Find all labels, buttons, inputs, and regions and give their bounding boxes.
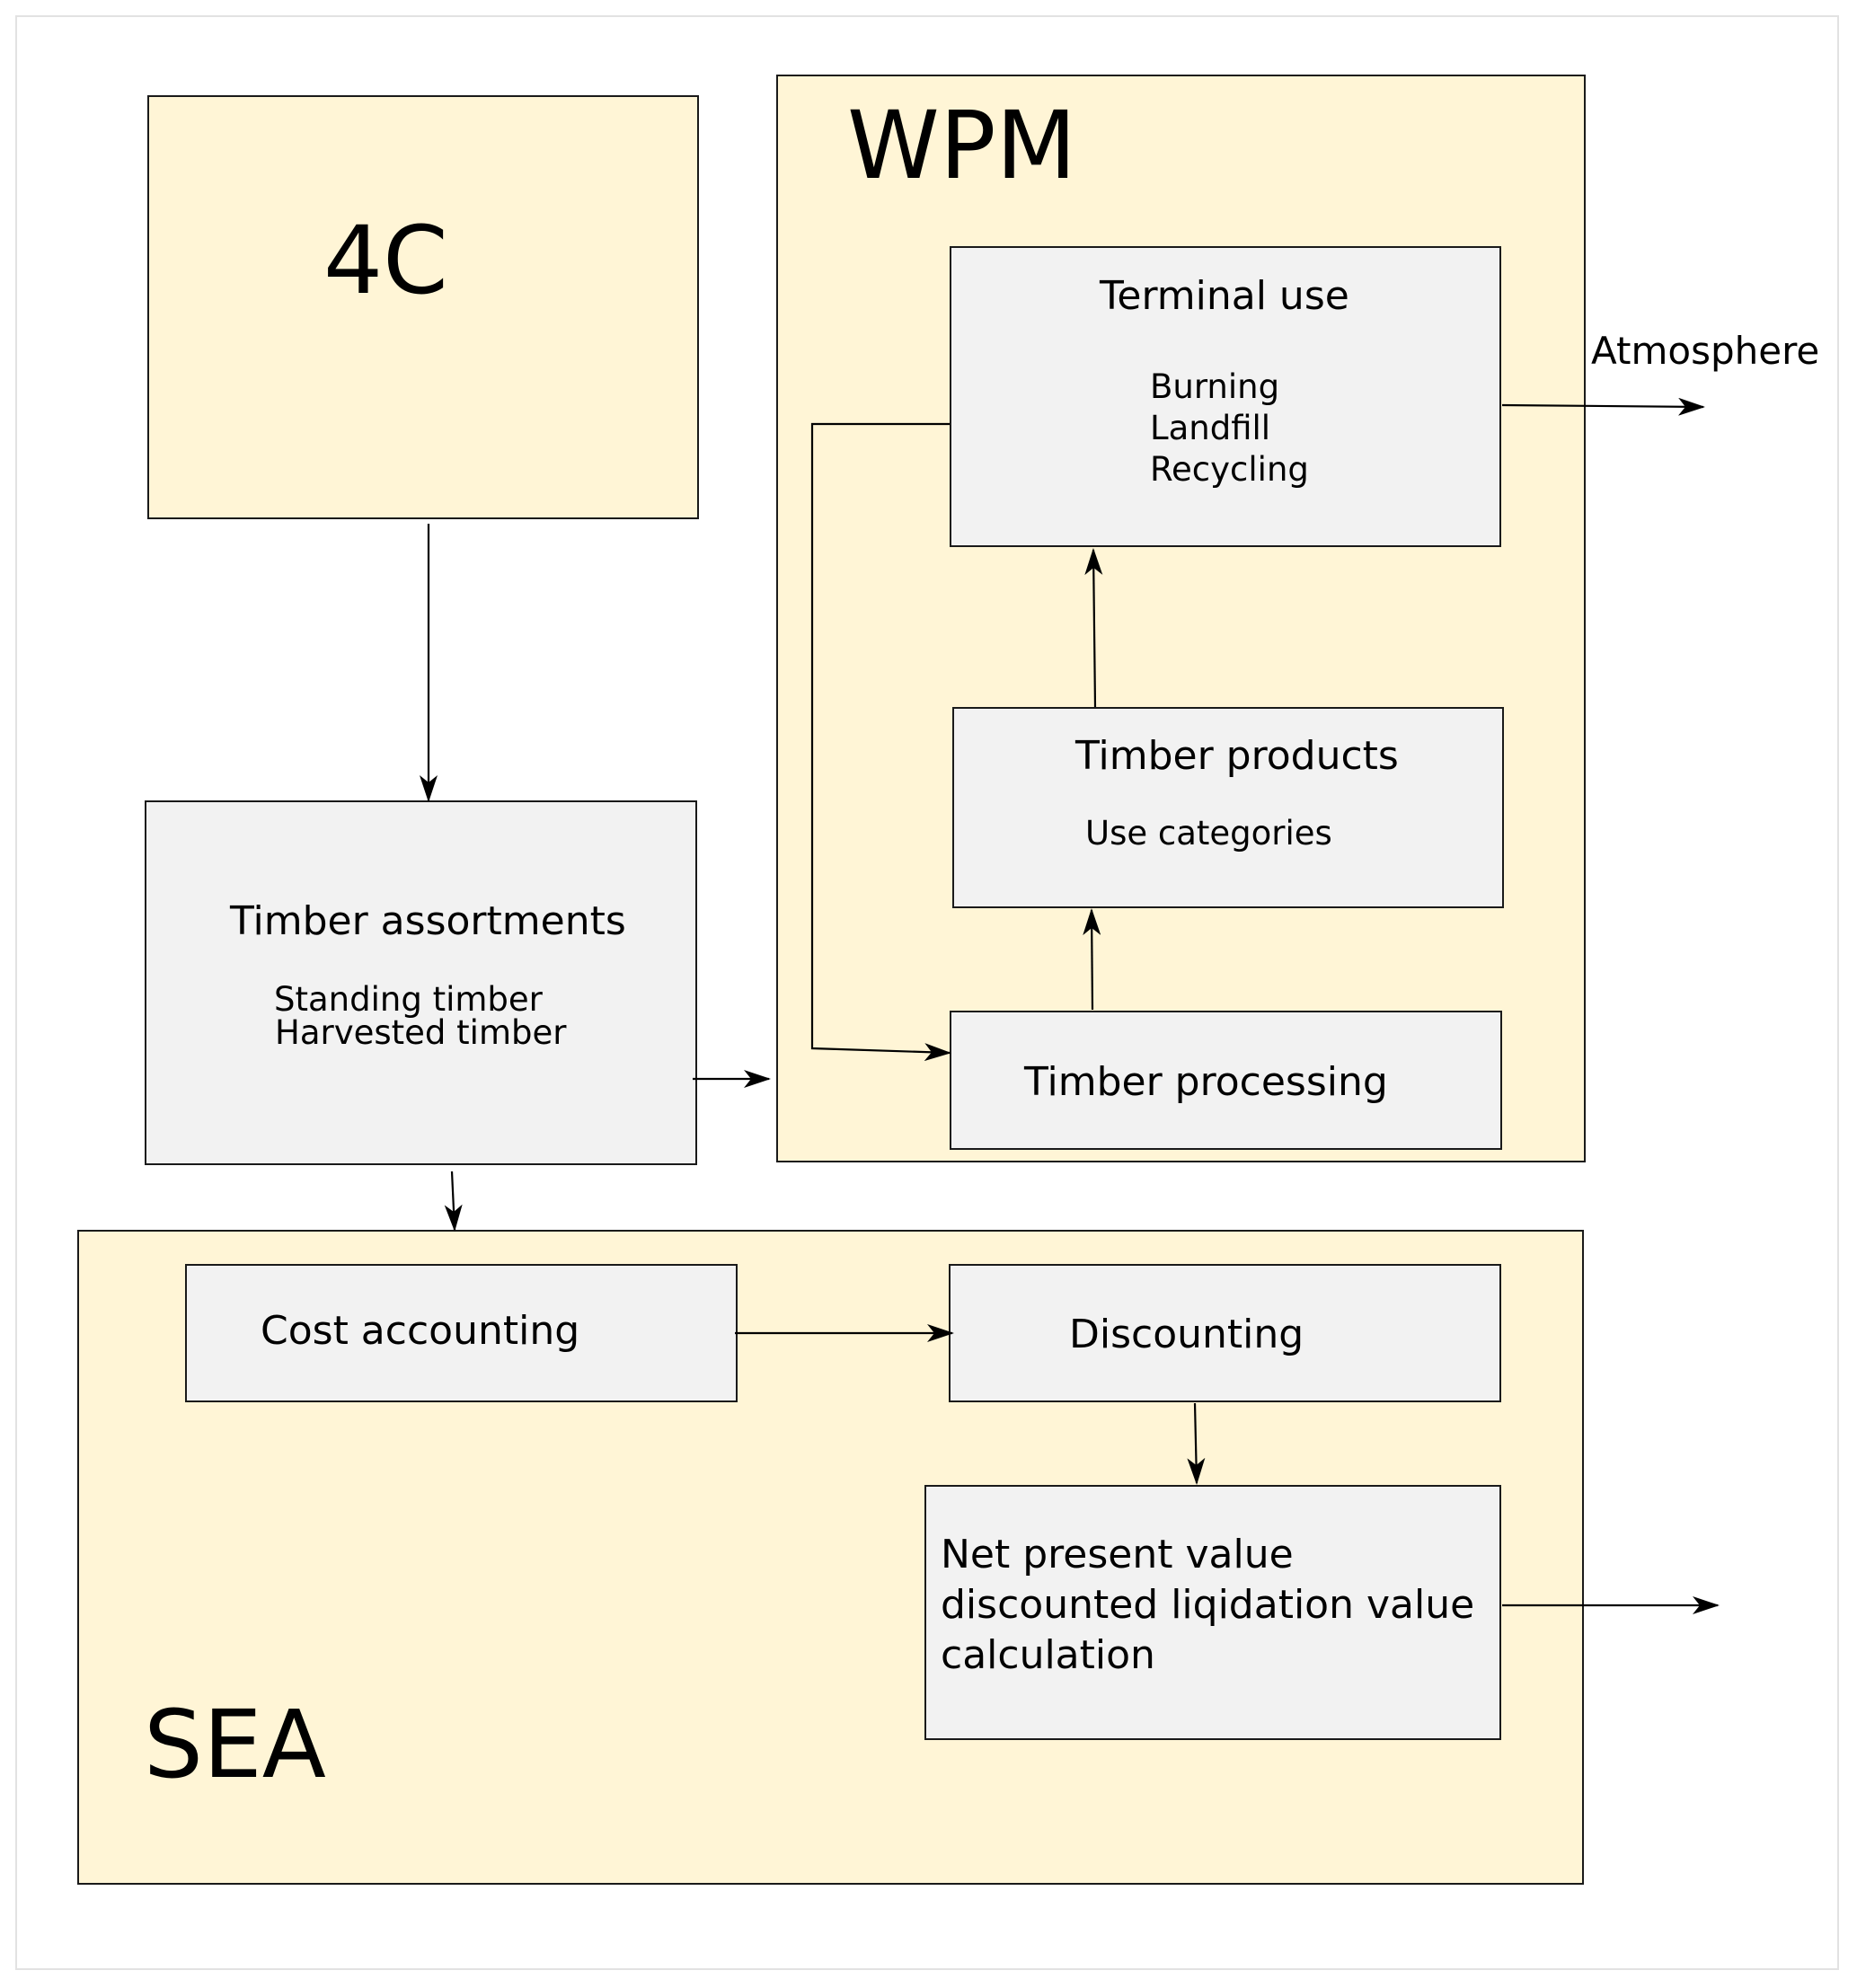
- timber-assortments-item: Standing timber: [274, 980, 543, 1019]
- module-4c: [147, 95, 699, 519]
- npv-line: calculation: [941, 1632, 1155, 1678]
- timber-products-title: Timber products: [1075, 733, 1399, 779]
- cost-accounting-title: Cost accounting: [261, 1308, 580, 1354]
- atmosphere-label: Atmosphere: [1591, 329, 1820, 373]
- terminal-use-item: Burning: [1150, 367, 1280, 406]
- timber-assortments-title: Timber assortments: [230, 898, 626, 944]
- module-sea-label: SEA: [144, 1690, 326, 1799]
- discounting-title: Discounting: [1069, 1312, 1304, 1357]
- module-4c-label: 4C: [323, 206, 448, 315]
- terminal-use-item: Recycling: [1150, 450, 1309, 489]
- timber-processing-title: Timber processing: [1024, 1059, 1388, 1105]
- npv-line: discounted liqidation value: [941, 1582, 1475, 1628]
- terminal-use-item: Landfill: [1150, 409, 1271, 447]
- timber-products-item: Use categories: [1085, 814, 1332, 853]
- module-wpm-label: WPM: [847, 91, 1077, 200]
- timber-processing-box: [950, 1011, 1502, 1150]
- npv-box: [924, 1485, 1501, 1740]
- timber-products-box: [952, 707, 1504, 908]
- terminal-use-box: [950, 246, 1501, 547]
- module-wpm: [776, 75, 1586, 1162]
- npv-line: Net present value: [941, 1532, 1294, 1577]
- terminal-use-title: Terminal use: [1100, 273, 1349, 319]
- timber-assortments-item: Harvested timber: [275, 1013, 567, 1052]
- diagram-frame: [15, 15, 1839, 1970]
- cost-accounting-box: [185, 1264, 738, 1402]
